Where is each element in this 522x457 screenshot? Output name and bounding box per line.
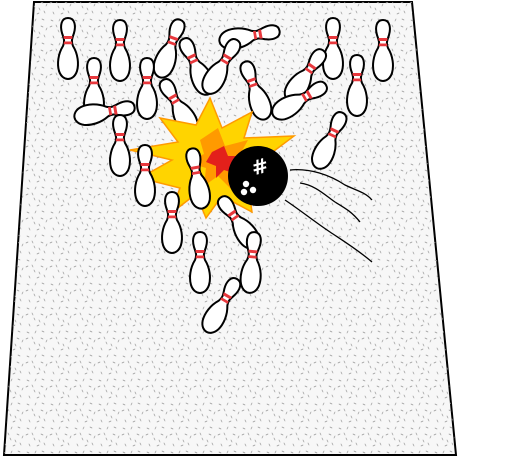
bowling-pin-icon	[57, 17, 79, 80]
bowling-pin-icon	[161, 191, 183, 254]
bowling-pin-icon	[322, 17, 344, 80]
finger-hole-icon	[249, 186, 257, 194]
finger-hole-icon	[242, 180, 250, 188]
ball-mark: #	[249, 153, 271, 181]
bowling-pin-icon	[109, 19, 131, 82]
bowling-pin-icon	[372, 19, 394, 82]
bowling-ball-icon: #	[228, 146, 288, 206]
bowling-pin-icon	[189, 231, 211, 294]
bowling-pin-icon	[346, 54, 368, 117]
bowling-pin-icon	[134, 144, 156, 207]
finger-hole-icon	[240, 188, 248, 196]
motion-lines	[284, 169, 373, 263]
bowling-pin-icon	[136, 57, 158, 120]
bowling-pin-icon	[109, 114, 131, 177]
